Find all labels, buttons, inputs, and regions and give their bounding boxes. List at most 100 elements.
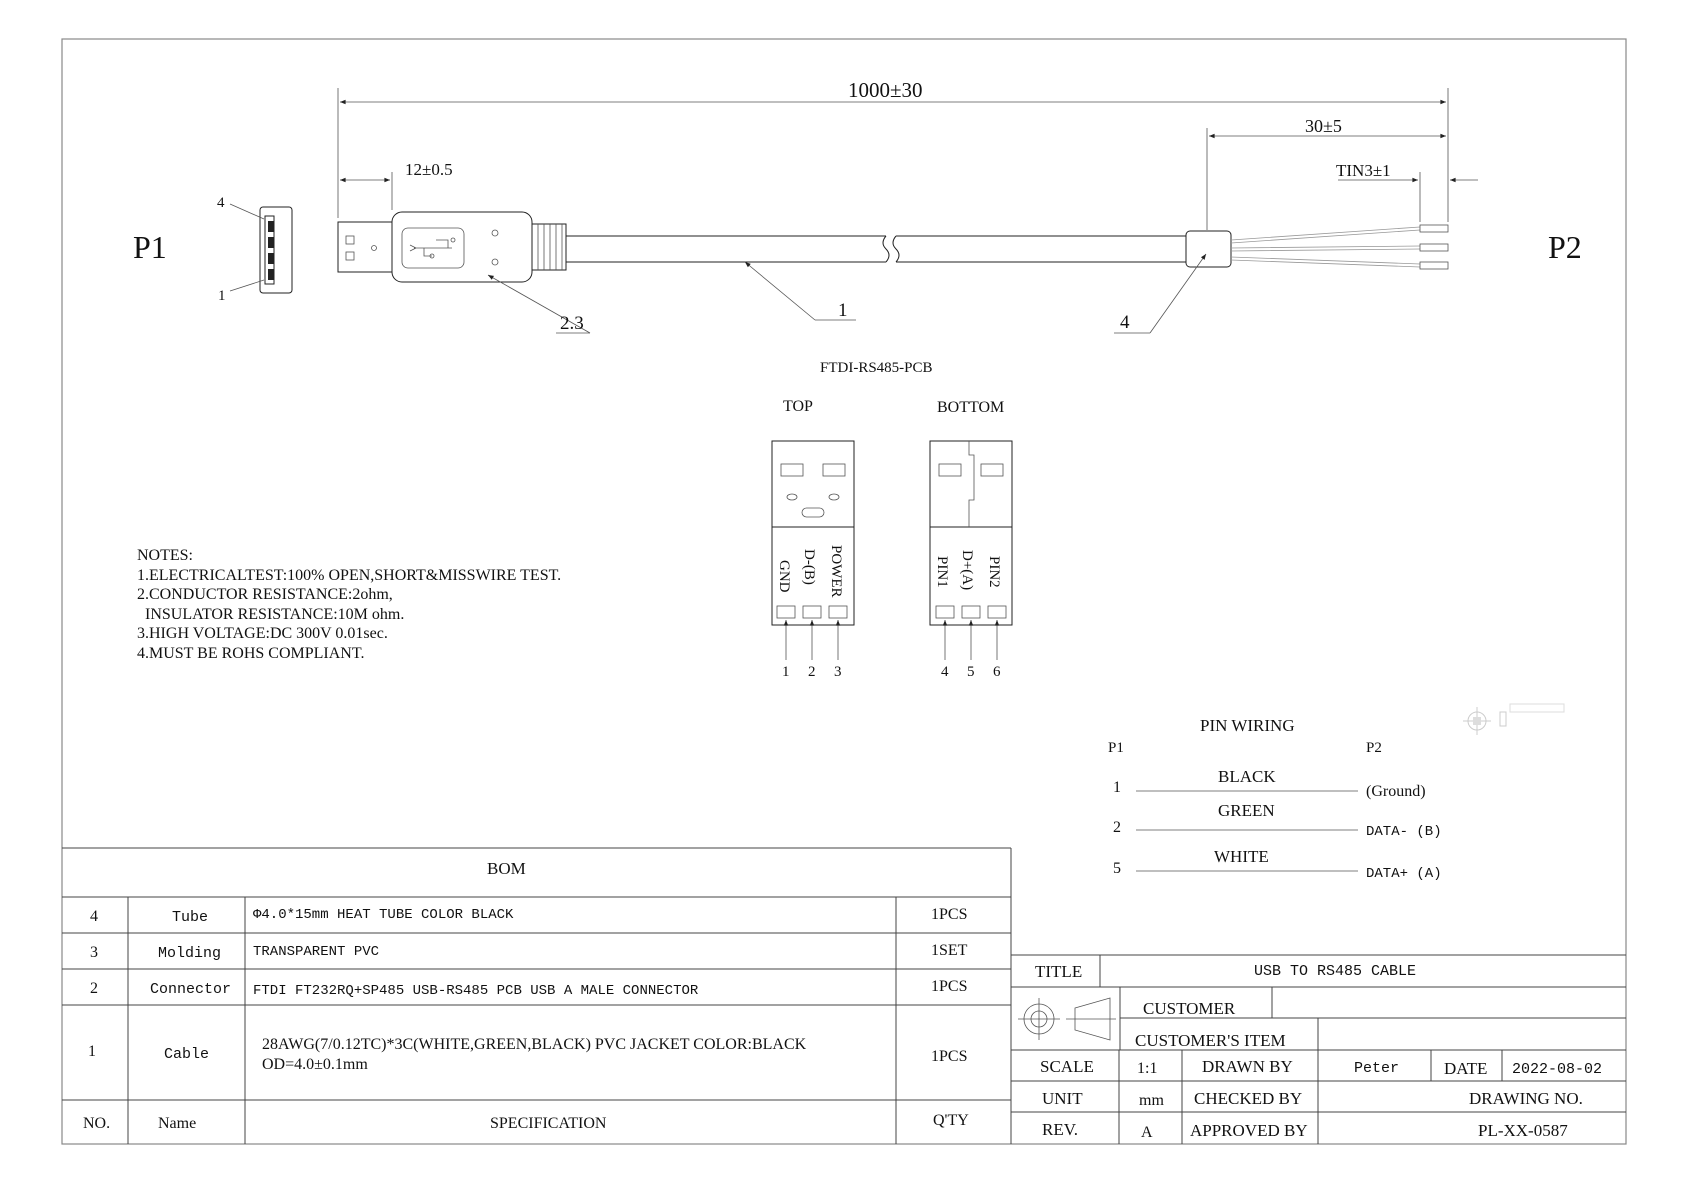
pcb-bottom-pad-2: D+(A) [959, 550, 975, 590]
tb-scale-label: SCALE [1040, 1057, 1094, 1076]
bom-header-spec: SPECIFICATION [490, 1115, 607, 1132]
tb-drawn-by-label: DRAWN BY [1202, 1057, 1293, 1076]
bom-header-no: NO. [83, 1115, 110, 1132]
bom-row-4-qty: 1PCS [931, 906, 967, 923]
tb-title-label: TITLE [1035, 962, 1082, 981]
bom-row-1-no: 1 [88, 1043, 96, 1060]
heat-tube [1185, 230, 1232, 268]
bom-row-2-no: 2 [90, 980, 98, 997]
bom-table: BOM 4 Tube Φ4.0*15mm HEAT TUBE COLOR BLA… [62, 847, 1012, 1144]
p1-label: P1 [133, 229, 167, 265]
cable-assembly: P1 P2 4 1 [133, 78, 1582, 334]
note-line-4: 3.HIGH VOLTAGE:DC 300V 0.01sec. [137, 625, 388, 643]
pcb-title: FTDI-RS485-PCB [820, 360, 933, 376]
pcb-bottom-num-4: 4 [941, 664, 949, 680]
conductors [1230, 224, 1449, 270]
bom-row-1-spec-1: 28AWG(7/0.12TC)*3C(WHITE,GREEN,BLACK) PV… [262, 1036, 807, 1053]
notes: NOTES: 1.ELECTRICALTEST:100% OPEN,SHORT&… [137, 546, 561, 664]
note-line-1: 1.ELECTRICALTEST:100% OPEN,SHORT&MISSWIR… [137, 566, 562, 584]
tb-unit-label: UNIT [1042, 1089, 1083, 1108]
pin-wiring-p1: P1 [1108, 740, 1124, 756]
tb-drawing-no-label: DRAWING NO. [1469, 1089, 1583, 1108]
bom-row-3-spec: TRANSPARENT PVC [253, 944, 379, 960]
tb-checked-by-label: CHECKED BY [1194, 1089, 1302, 1108]
callouts: 2.3 1 4 [487, 253, 1207, 334]
bom-row-1-spec-2: OD=4.0±0.1mm [262, 1056, 368, 1073]
bom-row-2-qty: 1PCS [931, 978, 967, 995]
tb-customer-item-label: CUSTOMER'S ITEM [1135, 1031, 1286, 1050]
note-line-2: 2.CONDUCTOR RESISTANCE:2ohm, [137, 586, 393, 604]
pcb-top-num-3: 3 [834, 664, 842, 680]
pcb-top-num-1: 1 [782, 664, 790, 680]
bom-row-2-name: Connector [150, 981, 231, 998]
pcb-bottom-label: BOTTOM [937, 399, 1004, 416]
pin-row-3-p2: DATA+ (A) [1366, 866, 1442, 882]
cable-jacket [566, 235, 1186, 263]
p1-pin4-label: 4 [217, 195, 225, 211]
pin-row-1-p1: 1 [1113, 779, 1121, 796]
note-line-3: INSULATOR RESISTANCE:10M ohm. [137, 605, 405, 623]
dim-plug: 12±0.5 [405, 160, 453, 179]
bom-row-4-name: Tube [172, 909, 208, 926]
pcb-bottom-num-6: 6 [993, 664, 1001, 680]
pin-row-1-color: BLACK [1218, 767, 1276, 786]
pcb-bottom-pad-3: PIN2 [986, 556, 1002, 588]
bom-row-3-name: Molding [158, 945, 221, 962]
pin-row-3-color: WHITE [1214, 847, 1269, 866]
dim-tin: TIN3±1 [1336, 161, 1391, 180]
p1-pin1-label: 1 [218, 288, 226, 304]
tb-title-value: USB TO RS485 CABLE [1254, 963, 1416, 980]
projection-symbol-icon [1018, 997, 1116, 1041]
title-block: TITLE USB TO RS485 CABLE CUSTOMER CUSTOM… [1011, 954, 1626, 1144]
pcb-bottom-num-5: 5 [967, 664, 975, 680]
pcb-bottom-view: PIN1 D+(A) PIN2 4 5 6 [929, 440, 1013, 680]
notes-heading: NOTES: [137, 547, 193, 564]
bom-row-4-no: 4 [90, 908, 98, 925]
dimension-lines: 1000±30 30±5 TIN3±1 12±0.5 [337, 78, 1478, 230]
overmold [391, 211, 567, 283]
pcb-top-num-2: 2 [808, 664, 816, 680]
p1-end-view: 4 1 [217, 195, 293, 304]
pcb-bottom-pad-1: PIN1 [934, 556, 950, 588]
callout-cable: 1 [838, 300, 848, 321]
pcb-top-pad-1: GND [776, 560, 792, 593]
tb-approved-by-label: APPROVED BY [1190, 1121, 1308, 1140]
pin-row-2-p1: 2 [1113, 819, 1121, 836]
pin-row-2-color: GREEN [1218, 801, 1275, 820]
dim-overall: 1000±30 [848, 78, 923, 102]
bom-row-4-spec: Φ4.0*15mm HEAT TUBE COLOR BLACK [253, 907, 514, 923]
bom-row-2-spec: FTDI FT232RQ+SP485 USB-RS485 PCB USB A M… [253, 983, 699, 999]
bom-row-1-qty: 1PCS [931, 1048, 967, 1065]
bom-header-qty: Q'TY [933, 1112, 969, 1129]
tb-drawn-by-value: Peter [1354, 1060, 1399, 1077]
pin-wiring-p2: P2 [1366, 740, 1382, 756]
pin-wiring: PIN WIRING P1 P2 1 BLACK (Ground) 2 GREE… [1108, 716, 1442, 882]
tb-date-label: DATE [1444, 1059, 1487, 1078]
tb-scale-value: 1:1 [1137, 1060, 1157, 1077]
callout-molding: 2.3 [560, 313, 584, 334]
pcb-top-view: GND D-(B) POWER 1 2 3 [771, 440, 855, 680]
pcb-top-pad-2: D-(B) [801, 549, 817, 585]
usb-a-plug [337, 221, 393, 273]
bom-title: BOM [487, 859, 526, 878]
note-line-5: 4.MUST BE ROHS COMPLIANT. [137, 644, 365, 662]
cursor-mark-icon [1463, 703, 1565, 735]
bom-row-3-no: 3 [90, 944, 98, 961]
pin-row-1-p2: (Ground) [1366, 783, 1426, 800]
dim-strip: 30±5 [1305, 116, 1342, 136]
pcb-top-label: TOP [783, 398, 813, 415]
bom-row-3-qty: 1SET [931, 942, 968, 959]
tb-date-value: 2022-08-02 [1512, 1061, 1602, 1078]
pin-row-3-p1: 5 [1113, 860, 1121, 877]
pcb-views: FTDI-RS485-PCB TOP BOTTOM GND D-(B) POWE… [771, 360, 1013, 680]
tb-drawing-no-value: PL-XX-0587 [1478, 1121, 1568, 1140]
bom-header-name: Name [158, 1115, 196, 1132]
tb-rev-label: REV. [1042, 1120, 1078, 1139]
tb-rev-value: A [1141, 1124, 1153, 1141]
tb-unit-value: mm [1139, 1092, 1164, 1109]
pin-wiring-title: PIN WIRING [1200, 716, 1295, 735]
callout-tube: 4 [1120, 312, 1130, 333]
p2-label: P2 [1548, 229, 1582, 265]
tb-customer-label: CUSTOMER [1143, 999, 1236, 1018]
